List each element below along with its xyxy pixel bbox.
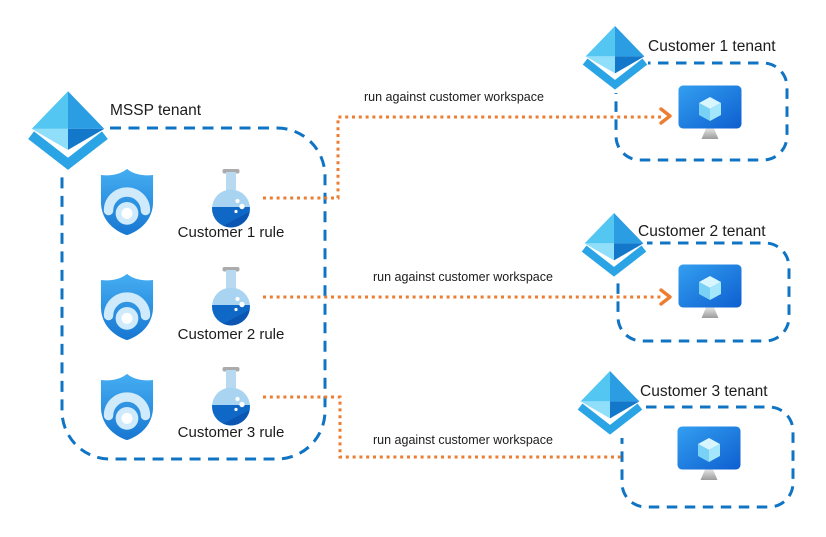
azure-ad-tenant-icon: [577, 370, 643, 438]
customer-2-tenant-title: Customer 2 tenant: [638, 223, 766, 240]
customer-1-tenant-title: Customer 1 tenant: [648, 38, 776, 55]
analytics-rule-flask-icon: [209, 267, 253, 327]
azure-ad-tenant-icon: [582, 25, 648, 93]
connector-3-label: run against customer workspace: [373, 433, 553, 447]
azure-ad-tenant-icon: [26, 90, 110, 174]
rule-2-label: Customer 2 rule: [177, 326, 285, 343]
connector-rule3-to-tenant3: [263, 395, 622, 459]
azure-ad-tenant-icon: [581, 212, 647, 280]
rule-1-label: Customer 1 rule: [177, 224, 285, 241]
customer-1-tenant-boundary: [614, 61, 789, 162]
arrowhead-tenant2: [659, 288, 672, 306]
arrowhead-tenant1: [659, 107, 672, 125]
workspace-monitor-icon: [677, 263, 743, 323]
mssp-tenant-title: MSSP tenant: [110, 102, 202, 119]
workspace-monitor-icon: [676, 425, 742, 485]
analytics-rule-flask-icon: [209, 169, 253, 229]
customer-2-tenant-boundary: [616, 241, 791, 343]
customer-3-tenant-boundary: [620, 405, 795, 509]
customer-3-tenant-title: Customer 3 tenant: [640, 383, 768, 400]
workspace-monitor-icon: [677, 84, 743, 144]
rule-3-label: Customer 3 rule: [177, 424, 285, 441]
mssp-tenant-boundary: [60, 126, 327, 461]
analytics-rule-flask-icon: [209, 367, 253, 427]
connector-2-label: run against customer workspace: [373, 270, 553, 284]
connector-1-label: run against customer workspace: [364, 90, 544, 104]
